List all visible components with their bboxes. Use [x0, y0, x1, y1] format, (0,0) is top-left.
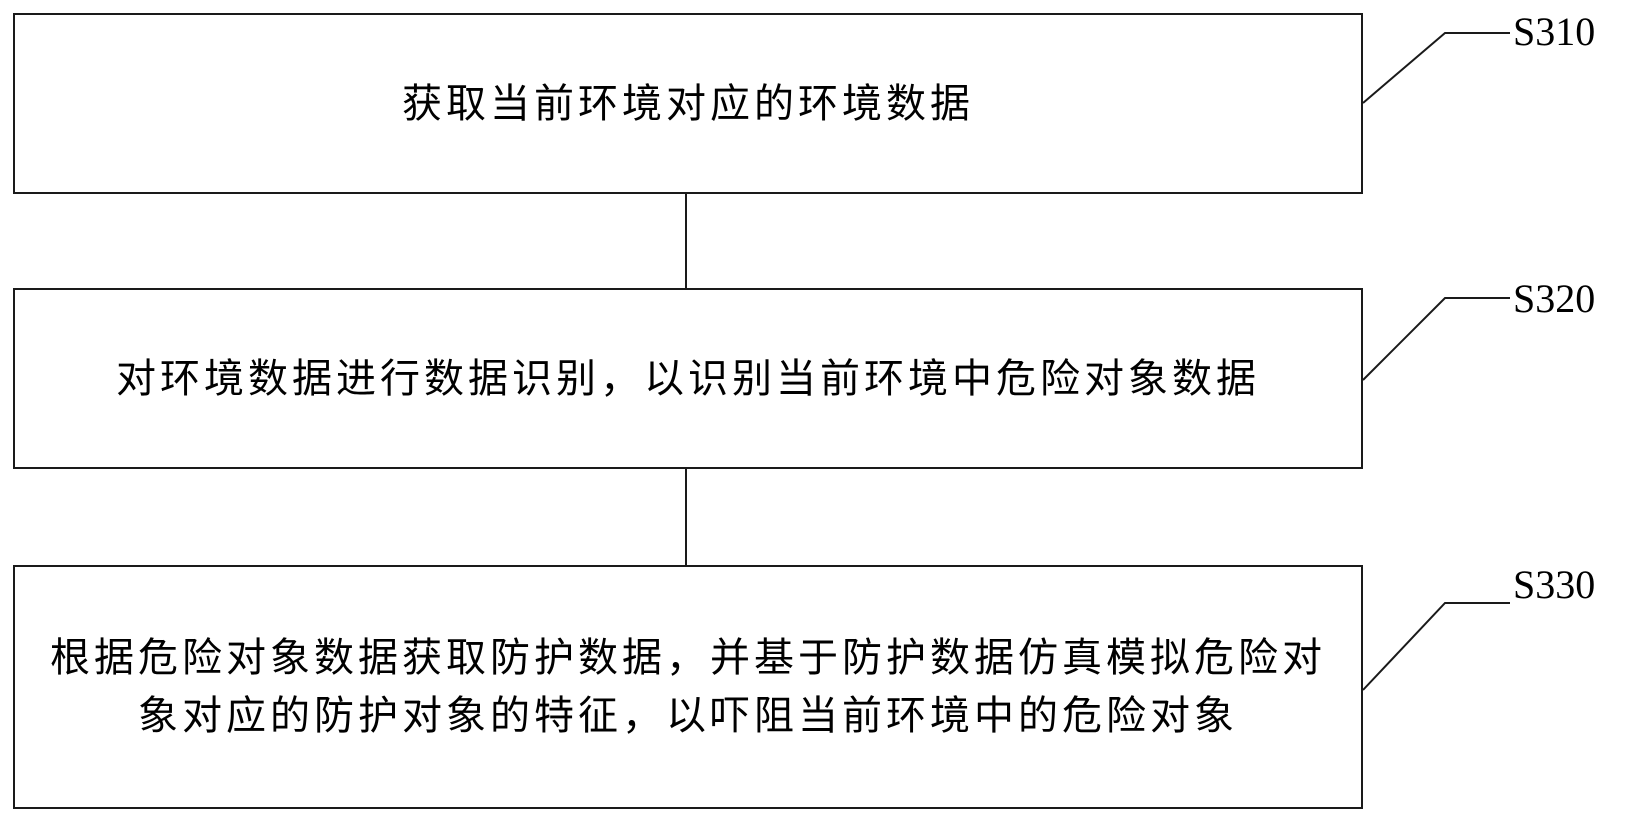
step-box-s320: 对环境数据进行数据识别，以识别当前环境中危险对象数据	[13, 288, 1363, 469]
step-text-s330: 根据危险对象数据获取防护数据，并基于防护数据仿真模拟危险对象对应的防护对象的特征…	[50, 635, 1326, 739]
step-label-s310: S310	[1513, 9, 1596, 54]
step-text-s310: 获取当前环境对应的环境数据	[402, 80, 974, 127]
step-label-s320: S320	[1513, 276, 1596, 321]
leader-line-s330	[1362, 602, 1510, 691]
step-label-s330: S330	[1513, 562, 1596, 607]
step-box-s310: 获取当前环境对应的环境数据	[13, 13, 1363, 194]
leader-line-s320	[1362, 297, 1510, 381]
step-box-s330: 根据危险对象数据获取防护数据，并基于防护数据仿真模拟危险对象对应的防护对象的特征…	[13, 565, 1363, 809]
step-text-s320: 对环境数据进行数据识别，以识别当前环境中危险对象数据	[116, 355, 1260, 402]
leader-line-s310	[1362, 32, 1510, 104]
